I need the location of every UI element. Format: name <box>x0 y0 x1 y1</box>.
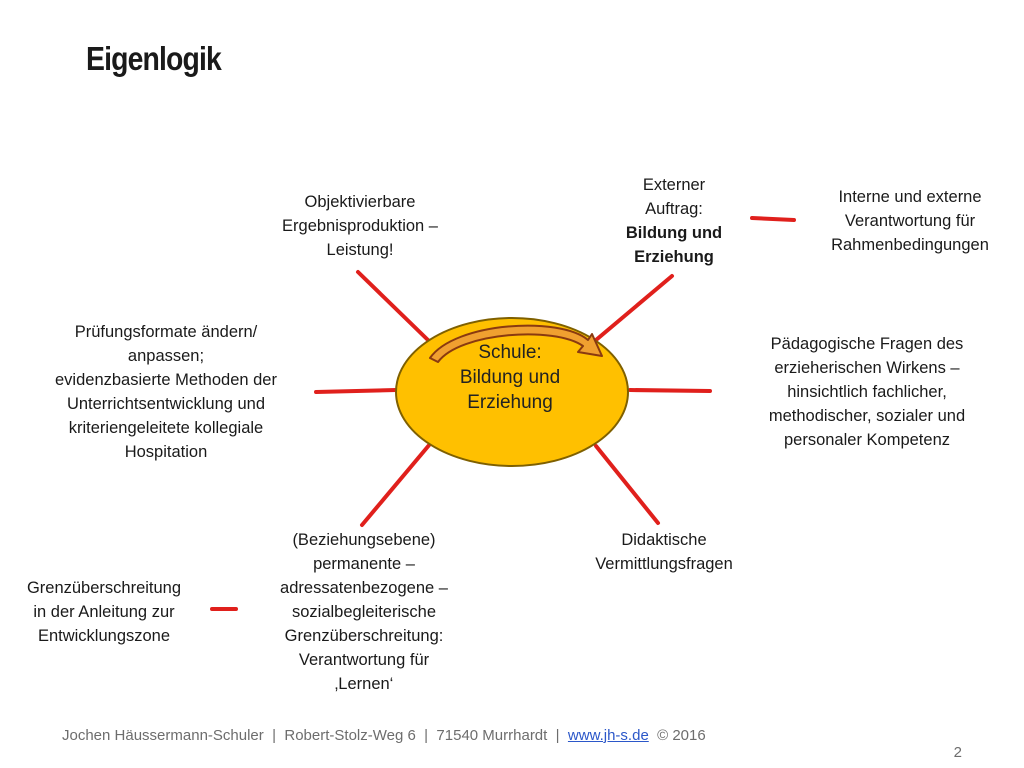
node-far-left-bottom: Grenzüberschreitung in der Anleitung zur… <box>26 579 182 645</box>
spoke-bottom-right <box>594 444 660 525</box>
center-ellipse <box>395 317 629 467</box>
footer-address: Robert-Stolz-Weg 6 <box>284 727 416 744</box>
page-title: Eigenlogik <box>86 40 222 77</box>
footer-separator: | <box>555 727 560 744</box>
footer-author: Jochen Häussermann-Schuler <box>62 727 264 744</box>
footer-separator: | <box>424 727 429 744</box>
spoke-left <box>314 388 398 394</box>
node-bottom-left: (Beziehungsebene) permanente – adressate… <box>280 531 448 693</box>
node-bottom-right: Didaktische Vermittlungsfragen <box>595 531 733 573</box>
dash-top-right <box>750 216 796 222</box>
footer: Jochen Häussermann-Schuler | Robert-Stol… <box>62 727 706 744</box>
footer-website-link[interactable]: www.jh-s.de <box>567 727 649 744</box>
node-far-right-top: Interne und externe Verantwortung für Ra… <box>831 188 989 254</box>
spoke-bottom-left <box>360 442 432 527</box>
spoke-top-right <box>594 274 674 342</box>
spoke-top-left <box>356 270 432 344</box>
node-top-right: Externer Auftrag: Bildung und Erziehung <box>625 176 723 266</box>
curved-arrow-icon <box>429 324 603 363</box>
footer-separator: | <box>272 727 277 744</box>
node-left: Prüfungsformate ändern/ anpassen; eviden… <box>55 323 277 461</box>
node-right: Pädagogische Fragen des erzieherischen W… <box>768 335 966 449</box>
spoke-right <box>628 388 712 393</box>
page-number: 2 <box>953 744 962 761</box>
footer-city: 71540 Murrhardt <box>436 727 548 744</box>
footer-copyright: © 2016 <box>657 727 706 744</box>
node-top-left: Objektivierbare Ergebnisproduktion – Lei… <box>282 193 438 259</box>
center-label: Schule: Bildung und Erziehung <box>459 342 561 413</box>
